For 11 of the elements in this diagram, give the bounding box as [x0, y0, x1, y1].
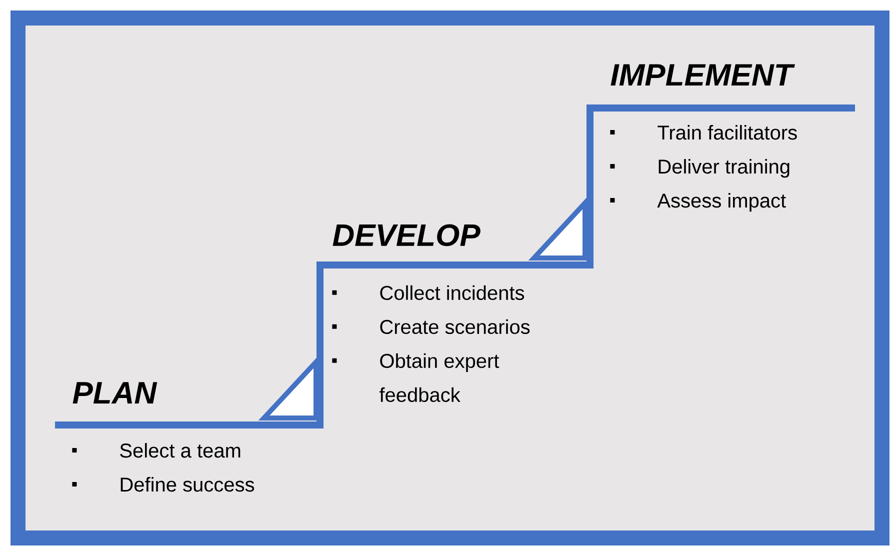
- bullet-text: Train facilitators: [658, 125, 797, 140]
- step-heading: IMPLEMENT: [610, 64, 795, 86]
- bullet-text: Obtain expert feedback: [380, 353, 500, 402]
- bullet-text: Create scenarios: [380, 319, 530, 334]
- bullet-text: Define success: [120, 477, 254, 492]
- bullet-text: Deliver training: [658, 159, 790, 178]
- step-heading: DEVELOP: [332, 224, 480, 246]
- bullet-text: Collect incidents: [380, 285, 524, 300]
- bullet-text: Select a team: [120, 443, 240, 458]
- step-heading: PLAN: [72, 382, 158, 404]
- bullet-text: Assess impact: [657, 193, 786, 212]
